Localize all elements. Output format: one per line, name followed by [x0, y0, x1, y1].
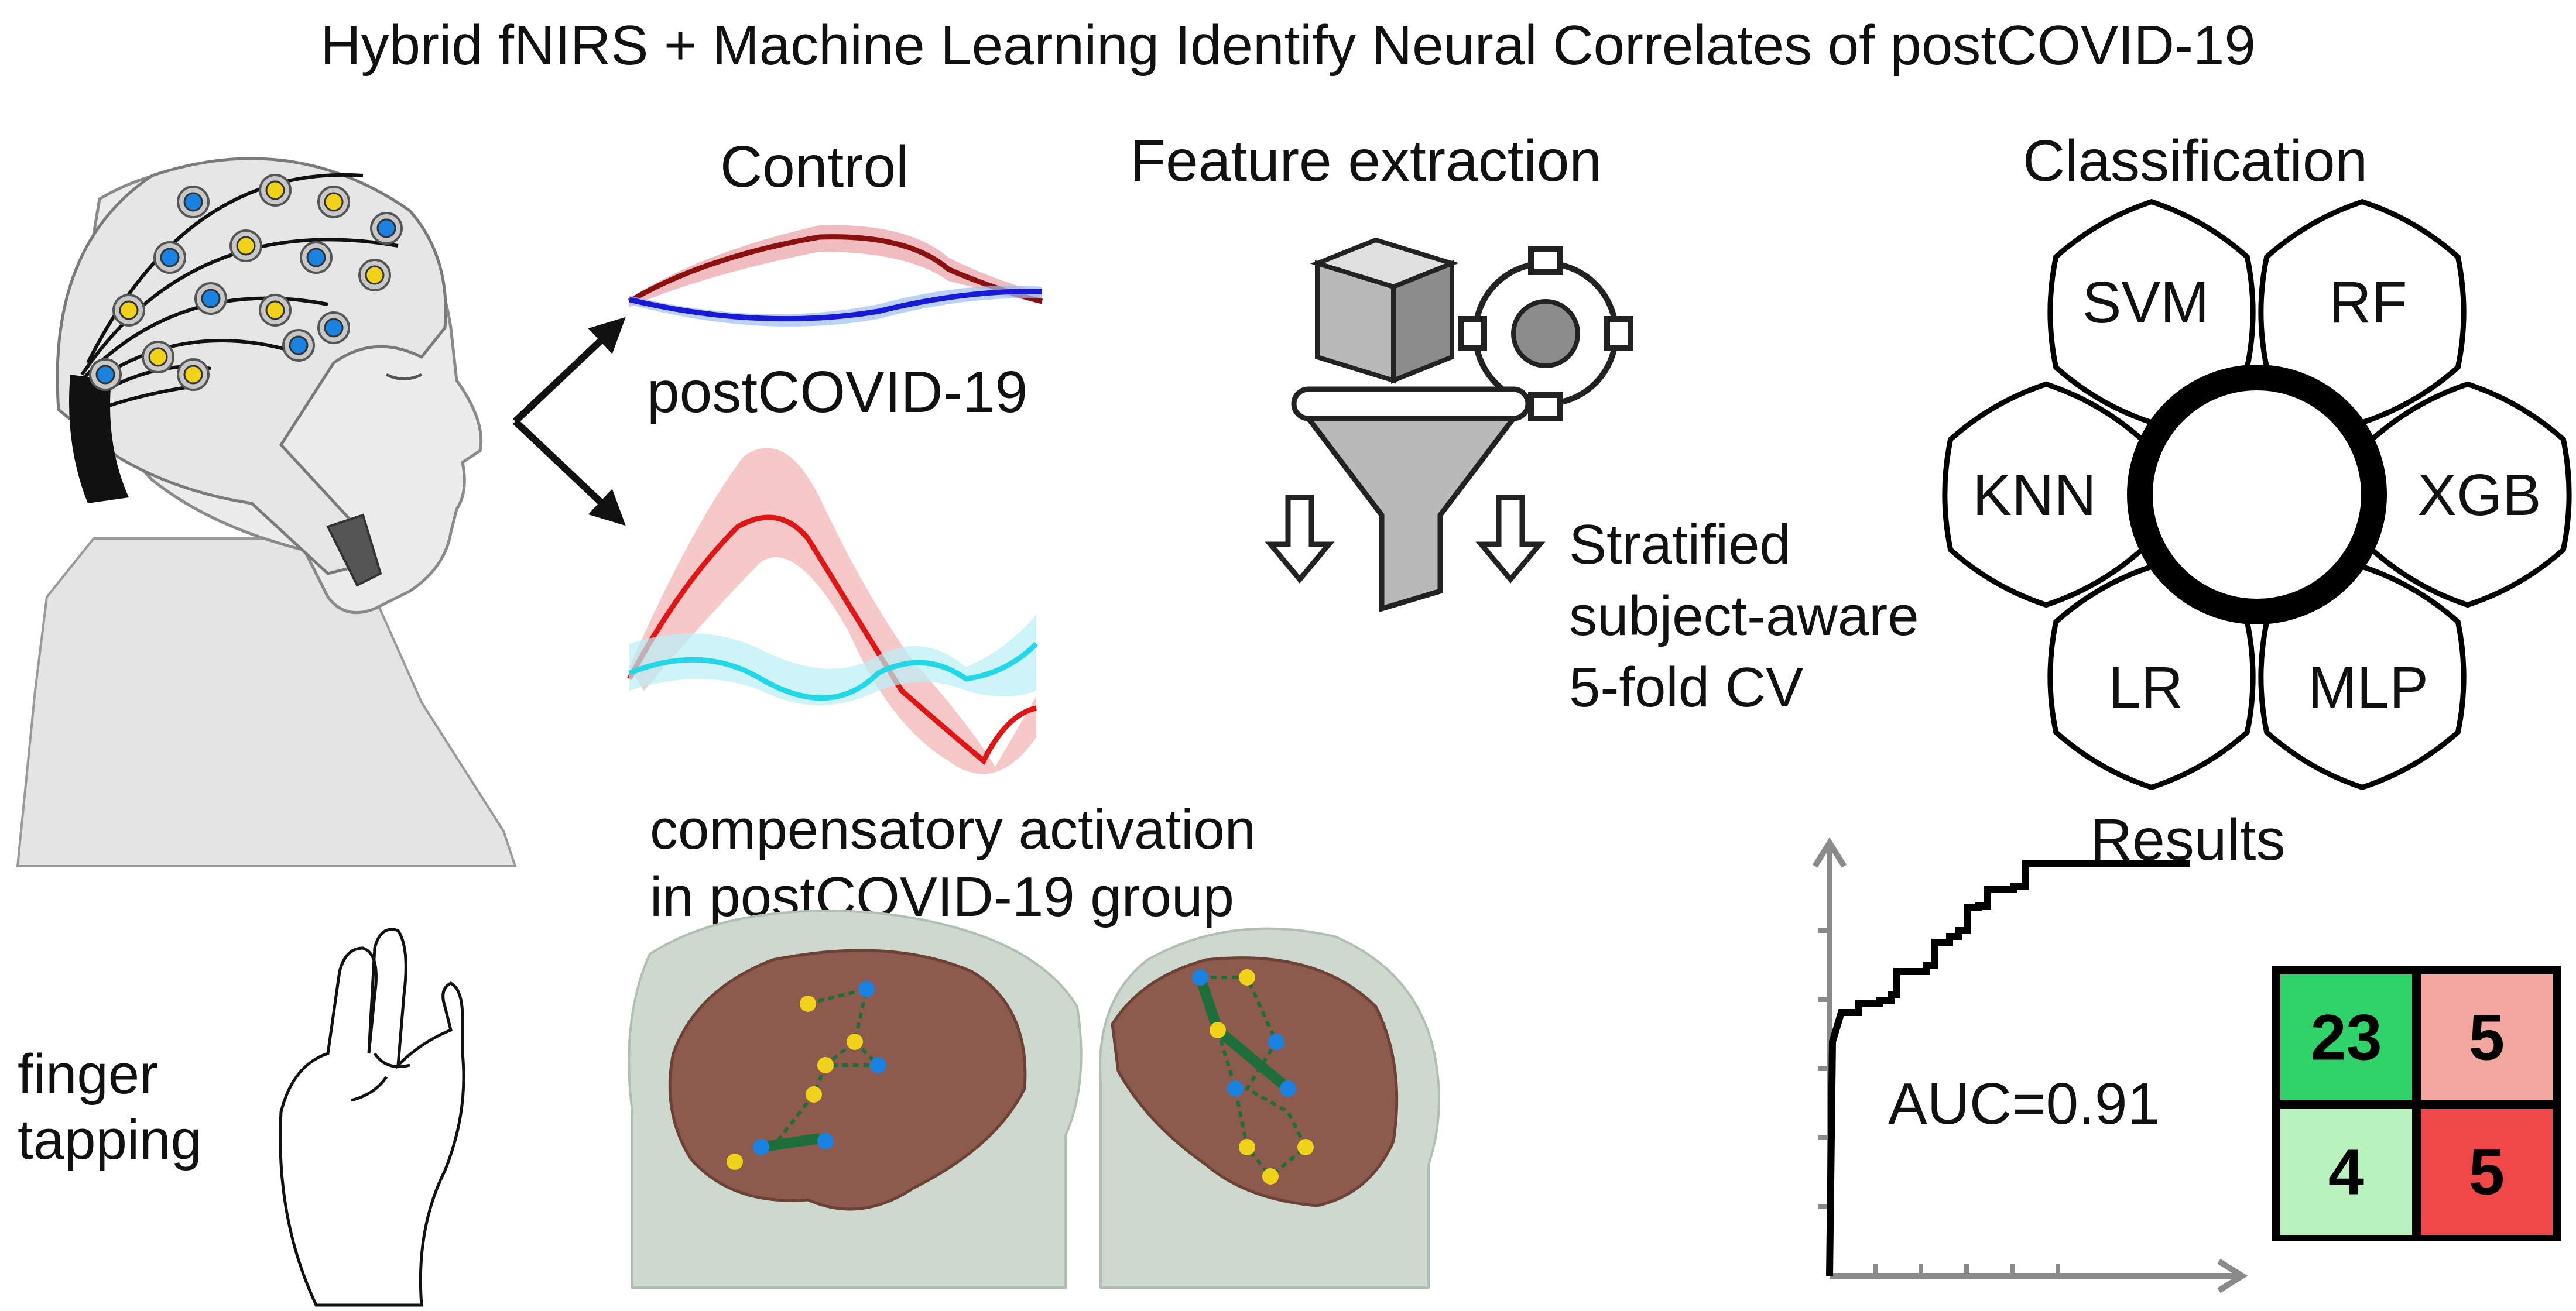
- compensatory-activation-text: compensatory activation in postCOVID-19 …: [650, 796, 1469, 931]
- finger-tapping-hand-illustration: [279, 928, 465, 1307]
- source-optode: [148, 347, 168, 367]
- detector-optode: [160, 248, 180, 267]
- funnel-body: [1303, 416, 1519, 613]
- roc-y-axis-arrow-icon: [1812, 837, 1847, 868]
- detector-optode: [324, 318, 344, 338]
- detector-optode: [306, 248, 326, 267]
- head-with-fnirs-cap-illustration: [16, 157, 517, 867]
- control-hemodynamic-plot: [628, 225, 1043, 327]
- source-optode: [236, 236, 256, 256]
- closed-eye: [385, 373, 423, 380]
- postcovid-hemodynamic-plot: [627, 448, 1039, 774]
- compensatory-line-1: compensatory activation: [650, 798, 1256, 861]
- roc-curve-line: [1826, 860, 2190, 1276]
- ensemble-ring: [2127, 365, 2387, 624]
- results-label: Results: [2090, 807, 2286, 873]
- finger-tapping-text: finger tapping: [18, 1042, 310, 1173]
- cm-cell-1-0: [2280, 1109, 2412, 1235]
- fiber-bundle: [69, 375, 129, 503]
- detector-optode: [183, 192, 203, 212]
- petal-knn: KNN: [1942, 381, 2150, 608]
- funnel-rim: [1291, 386, 1531, 421]
- cm-value-1-1: 5: [2469, 1137, 2505, 1209]
- petal-svm: SVM: [2047, 198, 2256, 425]
- arrow-to-control: [512, 317, 626, 424]
- optode-array: [89, 174, 403, 391]
- model-label-svm: SVM: [2082, 270, 2210, 335]
- roc-curve-plot: AUC=0.91: [1812, 837, 2248, 1293]
- source-optode: [265, 180, 285, 200]
- optodes-right: [1192, 969, 1314, 1185]
- model-label-rf: RF: [2329, 270, 2407, 335]
- down-arrow-right-icon: [1475, 495, 1546, 584]
- classification-diagram: SVM RF XGB MLP LR KNN: [1942, 198, 2572, 791]
- cm-cell-1-1: [2421, 1109, 2553, 1235]
- cv-line-2: subject-aware: [1569, 584, 1919, 647]
- cm-cell-0-1: [2421, 974, 2553, 1100]
- arrow-to-postcovid: [512, 418, 626, 526]
- cm-cell-0-0: [2280, 974, 2412, 1100]
- cv-line-3: 5-fold CV: [1569, 656, 1804, 719]
- cm-value-1-0: 4: [2328, 1137, 2364, 1209]
- source-optode: [119, 300, 139, 320]
- feature-extraction-label: Feature extraction: [1130, 128, 1602, 194]
- neck-shoulders: [16, 537, 517, 867]
- source-optode: [365, 265, 385, 285]
- auc-label: AUC=0.91: [1888, 1071, 2160, 1137]
- control-label: Control: [720, 134, 909, 200]
- connections-left: [769, 986, 883, 1149]
- roc-x-axis-arrow-icon: [2217, 1258, 2248, 1293]
- cube-left: [1315, 260, 1396, 384]
- finger-line-2: tapping: [18, 1108, 202, 1172]
- brain-right-view: [1099, 927, 1440, 1289]
- finger-line-1: finger: [18, 1043, 159, 1106]
- petal-lr: LR: [2047, 564, 2256, 791]
- postcovid-hbo-band: [629, 448, 1036, 774]
- roc-axis-ticks: [1818, 928, 2060, 1276]
- model-label-lr: LR: [2108, 655, 2183, 720]
- model-label-mlp: MLP: [2308, 655, 2428, 720]
- postcovid-hbr-line: [628, 641, 1039, 701]
- control-hbr-line: [628, 289, 1043, 322]
- postcovid-label: postCOVID-19: [647, 359, 1028, 425]
- cm-value-0-1: 5: [2469, 1002, 2505, 1074]
- classification-label: Classification: [2023, 128, 2368, 194]
- control-hbo-line: [628, 234, 1043, 304]
- detector-optode: [95, 365, 115, 385]
- petal-xgb: XGB: [2363, 381, 2572, 608]
- cv-line-1: Stratified: [1569, 513, 1791, 576]
- gear-icon: [1458, 246, 1633, 421]
- down-arrow-left-icon: [1265, 495, 1335, 584]
- source-optode: [265, 300, 285, 320]
- detector-optode: [201, 289, 221, 308]
- source-optode: [324, 192, 344, 212]
- postcovid-hbo-line: [627, 514, 1037, 766]
- optodes-left: [727, 981, 886, 1170]
- confusion-matrix: 23 5 4 5: [2272, 966, 2561, 1241]
- cortex-right: [1111, 956, 1399, 1207]
- feature-extraction-icon: [1265, 237, 1633, 613]
- strong-connection-left: [760, 1133, 821, 1152]
- model-label-knn: KNN: [1972, 462, 2096, 528]
- brain-left-view: [628, 910, 1083, 1289]
- petal-rf: RF: [2258, 198, 2467, 425]
- detector-optode: [376, 218, 396, 238]
- chin-strap: [326, 513, 382, 587]
- cube-right: [1391, 260, 1454, 384]
- detector-optode: [289, 335, 309, 355]
- model-label-xgb: XGB: [2417, 462, 2541, 528]
- figure-title: Hybrid fNIRS + Machine Learning Identify…: [320, 14, 2256, 77]
- cross-validation-text: Stratified subject-aware 5-fold CV: [1569, 509, 2037, 723]
- source-optode: [183, 365, 203, 385]
- cm-value-0-0: 23: [2310, 1002, 2382, 1074]
